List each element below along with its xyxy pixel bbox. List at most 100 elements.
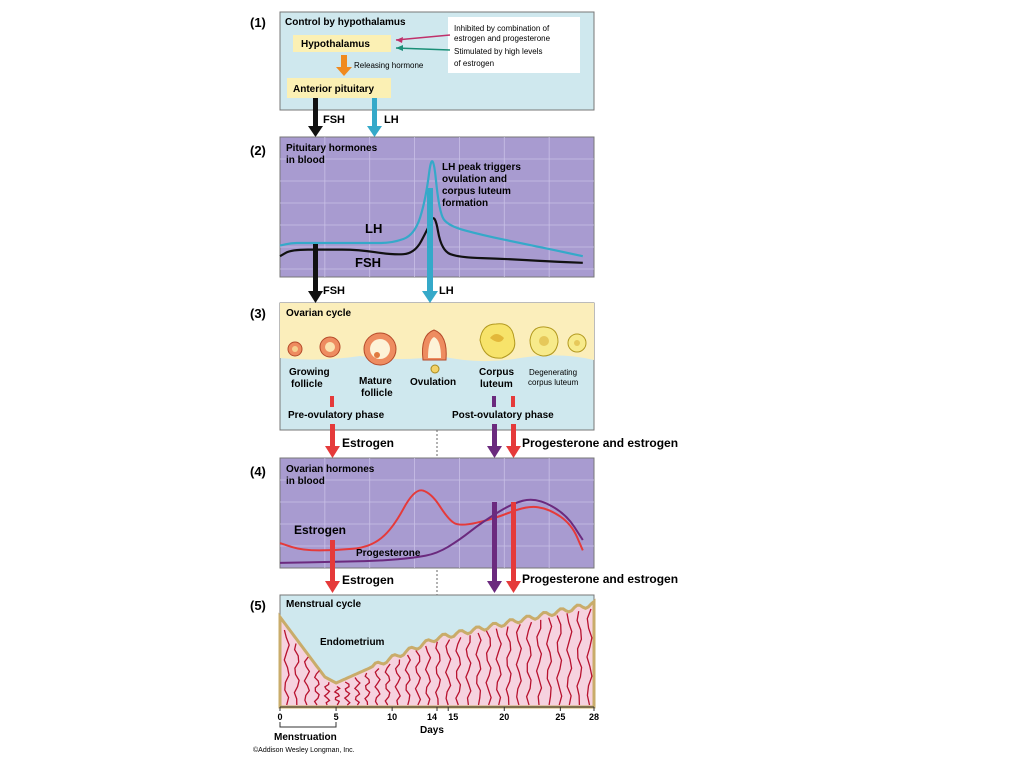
mature-follicle-label-2: follicle [361, 388, 393, 399]
corpus-luteum [479, 323, 516, 359]
spiral-artery [576, 611, 583, 706]
menstruation-bracket [279, 722, 337, 728]
panel-4-ovarian-hormones: (4) Ovarian hormones in blood Estrogen P… [250, 457, 678, 593]
mature-follicle [363, 332, 397, 366]
spiral-artery [414, 650, 422, 706]
releasing-hormone-arrow-head [336, 67, 352, 76]
spiral-artery [586, 608, 593, 706]
panel-5-title: Menstrual cycle [286, 599, 361, 610]
hypothalamus-label: Hypothalamus [301, 39, 370, 50]
panel-1-control-by-hypothalamus: (1) Control by hypothalamus Hypothalamus… [250, 11, 595, 137]
axis-tick-label: 0 [277, 712, 282, 722]
progesterone-arrow-3-head [487, 446, 502, 458]
spiral-artery [303, 656, 311, 706]
lh-arrow-2-head [422, 291, 438, 303]
lh-curve-label: LH [365, 221, 382, 236]
axis-tick-label: 15 [448, 712, 458, 722]
panel-5-number: (5) [250, 598, 266, 613]
anterior-pituitary-box [287, 78, 391, 98]
growing-follicle-small [287, 341, 303, 357]
inhibited-arrow-line [395, 34, 451, 41]
progesterone-arrow-4-head [487, 581, 502, 593]
panel-2-background [279, 136, 595, 278]
fsh-arrow-1 [313, 98, 318, 126]
days-label: Days [420, 725, 444, 736]
spiral-artery [343, 681, 351, 706]
panel-3-ovarian-cycle: (3) Ovarian cycle [250, 302, 678, 595]
estrogen-arrow-4b-head [506, 581, 521, 593]
growing-follicle-label-2: follicle [291, 379, 323, 390]
spiral-artery [556, 615, 563, 706]
inhibited-arrow-head [396, 37, 403, 43]
spiral-artery [535, 619, 543, 706]
estrogen-label-4: Estrogen [342, 573, 394, 587]
spiral-artery [495, 628, 502, 706]
ovulation-label: Ovulation [410, 377, 456, 388]
estrogen-arrow-3 [330, 424, 335, 446]
spiral-artery [525, 621, 533, 706]
post-phase-marker-estrogen [511, 396, 515, 407]
fsh-arrow-2 [313, 244, 318, 292]
panel-3-number: (3) [250, 306, 266, 321]
fsh-label-1: FSH [323, 114, 345, 126]
ovulation-follicle [422, 329, 447, 374]
pre-ovulatory-phase-label: Pre-ovulatory phase [288, 410, 385, 421]
spiral-artery [515, 624, 522, 706]
estrogen-curve-label: Estrogen [294, 523, 346, 537]
axis-tick-label: 14 [427, 712, 437, 722]
progesterone-arrow-4 [492, 502, 497, 582]
spiral-artery [384, 663, 391, 706]
growing-follicle [319, 336, 341, 358]
panel-2-pituitary-hormones: (2) Pituitary hormones in blood LH peak … [250, 136, 595, 303]
lh-label-2: LH [439, 285, 454, 297]
endometrium-label: Endometrium [320, 637, 385, 648]
endometrium-layer [278, 598, 596, 709]
hypothalamus-box [293, 35, 391, 52]
spiral-artery [364, 672, 371, 706]
panel-1-number: (1) [250, 15, 266, 30]
panel-2-title-2: in blood [286, 155, 325, 166]
axis-tick-label: 10 [387, 712, 397, 722]
stimulated-arrow-line [395, 47, 451, 51]
spiral-artery [333, 685, 341, 706]
lh-arrow-2 [427, 188, 433, 292]
spiral-arteries [283, 608, 593, 706]
panel-2-title-1: Pituitary hormones [286, 143, 378, 154]
estrogen-arrow-4b [511, 502, 516, 582]
spiral-artery [353, 677, 361, 706]
stimulated-arrow-head [396, 45, 403, 51]
estrogen-arrow-4-head [325, 581, 340, 593]
spiral-artery [404, 654, 412, 706]
lh-curve [279, 160, 584, 258]
pre-phase-marker [330, 396, 334, 407]
menstruation-label: Menstruation [274, 732, 337, 743]
spiral-artery [505, 626, 512, 706]
spiral-artery [313, 670, 320, 706]
degenerating-corpus-luteum [529, 326, 587, 357]
lh-peak-text-2: ovulation and [442, 174, 507, 185]
lh-peak-text-4: formation [442, 198, 488, 209]
lh-arrow-1 [372, 98, 377, 126]
inhibited-text-2: estrogen and progesterone [454, 34, 551, 43]
panel-4-number: (4) [250, 464, 266, 479]
fsh-curve [279, 217, 583, 264]
axis-tick-label: 28 [589, 712, 599, 722]
panel-5-menstrual-cycle: (5) Menstrual cycle Endometrium [250, 594, 596, 709]
lh-peak-text-1: LH peak triggers [442, 162, 521, 173]
feedback-note-box [448, 17, 580, 73]
inhibited-text-1: Inhibited by combination of [454, 24, 550, 33]
degenerating-label-1: Degenerating [529, 368, 577, 377]
progesterone-estrogen-label-3: Progesterone and estrogen [522, 436, 678, 450]
anterior-pituitary-label: Anterior pituitary [293, 84, 375, 95]
spiral-artery [546, 617, 553, 706]
progesterone-curve [279, 498, 584, 564]
panel-3-title: Ovarian cycle [286, 308, 351, 319]
panel-1-title: Control by hypothalamus [285, 17, 406, 28]
panel-2-number: (2) [250, 143, 266, 158]
releasing-hormone-label: Releasing hormone [354, 61, 424, 70]
spiral-artery [283, 629, 290, 706]
lh-label-1: LH [384, 114, 399, 126]
estrogen-arrow-4 [330, 540, 335, 582]
